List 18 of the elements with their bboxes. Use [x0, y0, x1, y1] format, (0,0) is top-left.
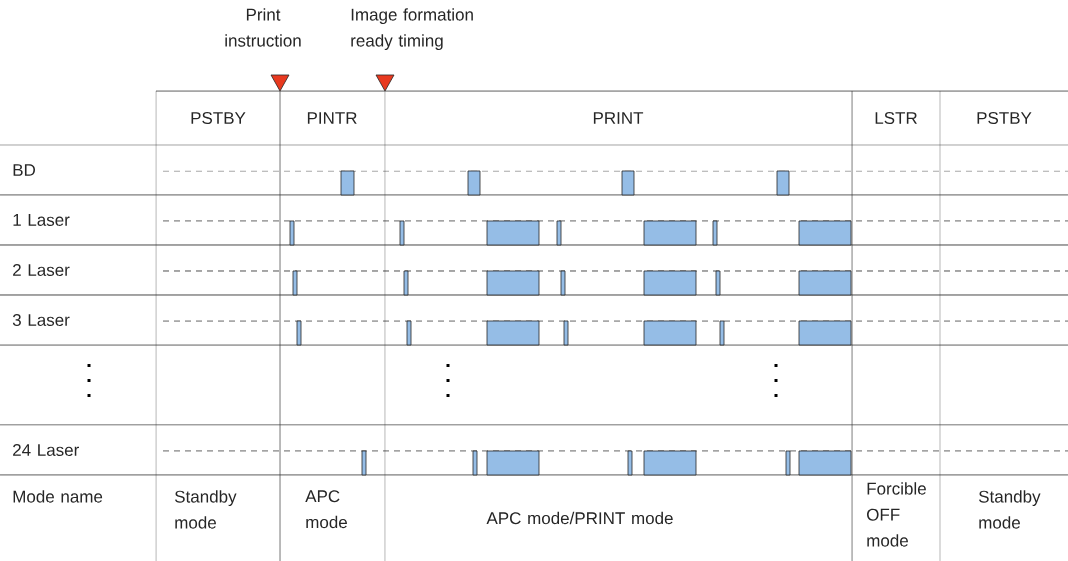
- column-header: PSTBY: [977, 111, 1032, 124]
- mode-name: APC mode/PRINT mode: [486, 511, 673, 525]
- column-header: PRINT: [593, 112, 644, 124]
- column-header: LSTR: [875, 111, 917, 124]
- mode-name: Standby mode: [175, 490, 237, 529]
- mode-name: APC mode: [305, 490, 347, 529]
- row-label: 3 Laser: [12, 313, 70, 326]
- row-label: Mode name: [13, 490, 103, 503]
- marker-label: Print instruction: [225, 8, 301, 47]
- mode-name: Forcible OFF mode: [867, 482, 926, 547]
- row-label: 24 Laser: [13, 443, 79, 456]
- row-label: 2 Laser: [13, 263, 70, 276]
- row-label: BD: [13, 164, 35, 176]
- row-label: 1 Laser: [13, 214, 70, 226]
- column-header: PSTBY: [191, 111, 246, 124]
- mode-name: Standby mode: [978, 490, 1041, 529]
- column-header: PINTR: [307, 112, 357, 124]
- marker-label: Image formation ready timing: [351, 8, 473, 51]
